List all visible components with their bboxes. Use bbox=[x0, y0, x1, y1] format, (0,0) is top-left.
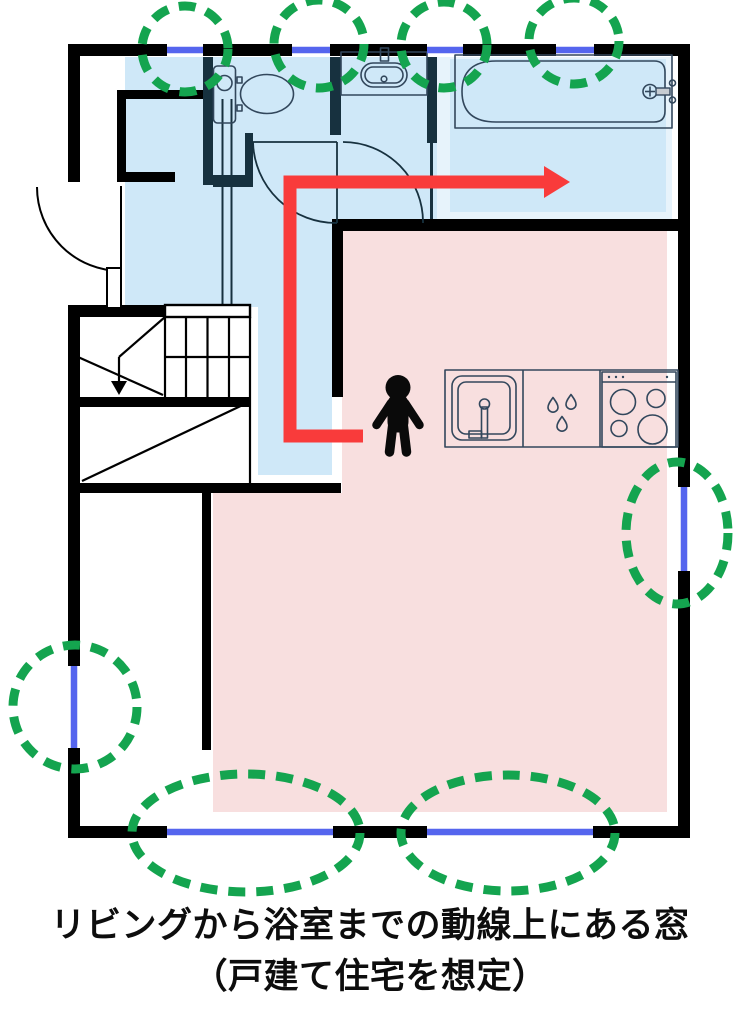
kitchen-counter bbox=[444, 369, 679, 448]
washbasin-icon bbox=[340, 47, 428, 96]
flow-arrow-path bbox=[283, 175, 546, 443]
stairs bbox=[77, 303, 252, 483]
caption: リビングから浴室までの動線上にある窓 （戸建て住宅を想定） bbox=[0, 901, 740, 1003]
caption-line1: リビングから浴室までの動線上にある窓 bbox=[50, 906, 690, 946]
washroom-door-arc bbox=[342, 141, 424, 224]
floor-plan bbox=[8, 0, 733, 897]
window-marker-right bbox=[621, 457, 733, 609]
flow-arrow bbox=[283, 166, 570, 443]
person-icon bbox=[372, 375, 424, 457]
stove-icon bbox=[601, 371, 677, 448]
bathtub-faucet bbox=[655, 87, 671, 96]
window-marker-top-4 bbox=[524, 0, 624, 89]
living-fill-left bbox=[213, 493, 350, 812]
wet-area-walls bbox=[203, 57, 437, 305]
caption-line2: （戸建て住宅を想定） bbox=[192, 956, 548, 997]
window-marker-bottom-2 bbox=[396, 770, 620, 896]
flow-arrow-head bbox=[544, 166, 570, 198]
window-marker-left bbox=[8, 640, 142, 774]
entrance-door bbox=[36, 186, 122, 309]
living-fill bbox=[342, 231, 667, 812]
entrance-door-arc bbox=[36, 186, 122, 272]
door-jamb bbox=[106, 267, 122, 309]
window-markers bbox=[8, 0, 733, 897]
window-marker-bottom-1 bbox=[127, 769, 365, 897]
interior-walls bbox=[68, 90, 678, 750]
window-marker-top-3 bbox=[396, 0, 492, 93]
window-marker-top-2 bbox=[269, 0, 369, 93]
kitchen-sink-icon bbox=[451, 375, 517, 441]
stairs-down-arrow bbox=[111, 381, 127, 395]
corridor-fill bbox=[125, 219, 332, 307]
interior-doors bbox=[252, 141, 424, 224]
water-drops-icon bbox=[547, 393, 577, 432]
window-marker-top-1 bbox=[137, 1, 233, 97]
toilet-door-arc bbox=[252, 141, 338, 224]
